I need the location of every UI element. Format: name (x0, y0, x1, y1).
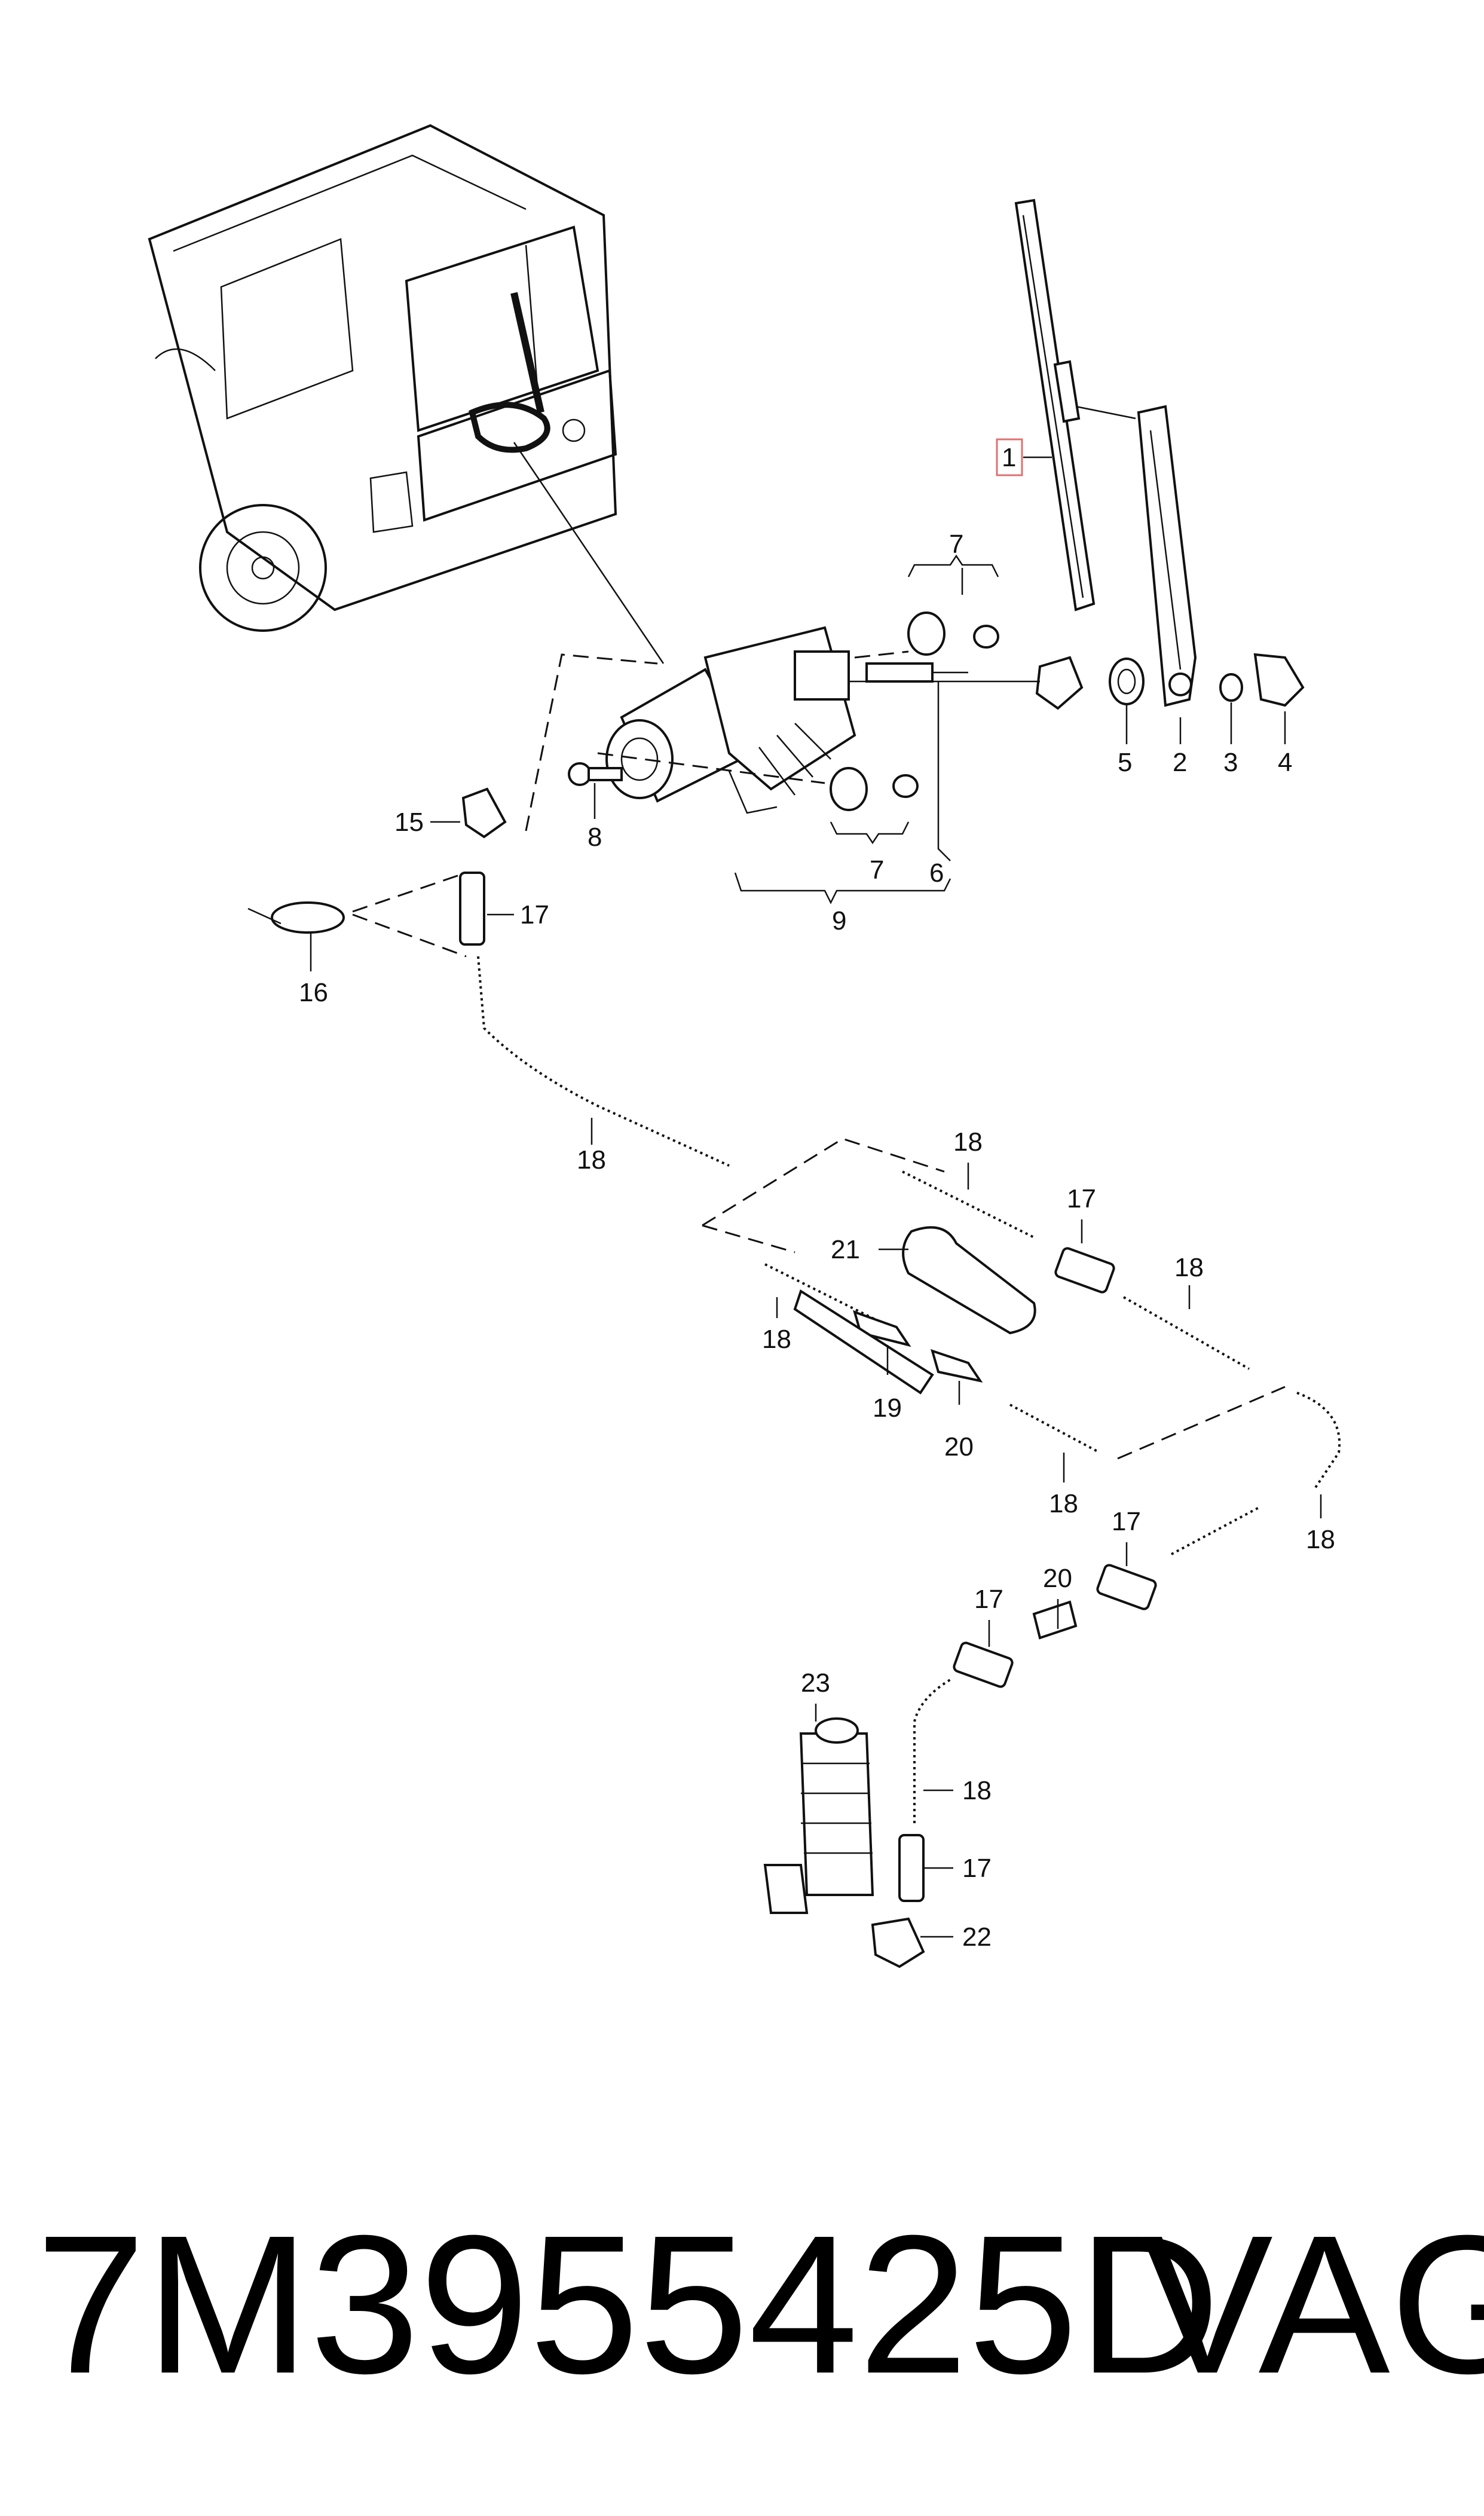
callout-23: 23 (801, 1668, 830, 1698)
wiper-arm (1137, 405, 1197, 707)
callout-18e: 18 (1049, 1489, 1078, 1518)
callout-20a: 20 (944, 1432, 974, 1462)
callout-17c: 17 (1112, 1507, 1141, 1536)
callout-18g: 18 (962, 1776, 992, 1805)
callout-labels: 1 7 5 2 3 4 15 8 7 6 9 17 16 18 18 17 21… (299, 443, 1335, 1952)
washer-pump-23 (763, 1717, 874, 1914)
callout-15: 15 (394, 808, 424, 837)
callout-17e: 17 (962, 1854, 992, 1883)
cable-tie-16 (247, 872, 467, 958)
callout-18d: 18 (762, 1325, 791, 1354)
leader-lines (310, 568, 1322, 1938)
callout-17d: 17 (974, 1585, 1003, 1614)
brand-name: VAG (1142, 2194, 1484, 2414)
callout-8: 8 (588, 823, 602, 852)
hose-connector-22 (871, 1917, 925, 1968)
callout-18a: 18 (577, 1145, 606, 1175)
callout-7b: 7 (870, 855, 884, 885)
callout-18f: 18 (1306, 1525, 1335, 1554)
callout-17a: 17 (520, 900, 549, 930)
callout-17b: 17 (1067, 1184, 1096, 1213)
hose-sleeve-parts (459, 872, 1157, 1902)
parts-diagram: 1 7 5 2 3 4 15 8 7 6 9 17 16 18 18 17 21… (148, 124, 1341, 1968)
callout-4: 4 (1278, 748, 1292, 777)
callout-5: 5 (1118, 748, 1132, 777)
callout-22: 22 (962, 1922, 992, 1952)
callout-9: 9 (832, 906, 846, 936)
callout-7a: 7 (949, 530, 963, 559)
grommet-parts (830, 612, 999, 811)
hose-connector-15 (461, 653, 658, 839)
callout-21: 21 (831, 1235, 860, 1264)
callout-2: 2 (1173, 748, 1187, 777)
callout-1: 1 (1002, 443, 1016, 472)
part-number: 7M3955425D (36, 2194, 1220, 2414)
callout-3: 3 (1223, 748, 1238, 777)
callout-18c: 18 (1174, 1253, 1204, 1282)
vehicle-illustration (148, 124, 665, 664)
connector-parts (793, 1226, 1078, 1640)
bolt-8 (568, 762, 623, 786)
callout-20b: 20 (1043, 1564, 1072, 1593)
highlight-box-part-1 (996, 438, 1023, 476)
callout-18b: 18 (953, 1127, 983, 1157)
washer-hoses (477, 956, 1341, 1823)
footer: 7M3955425D VAG (36, 2194, 1484, 2414)
callout-6: 6 (929, 858, 944, 888)
wiper-motor (597, 626, 909, 814)
wiper-blade (1014, 198, 1136, 612)
callout-16: 16 (299, 978, 328, 1007)
callout-19: 19 (873, 1393, 902, 1423)
